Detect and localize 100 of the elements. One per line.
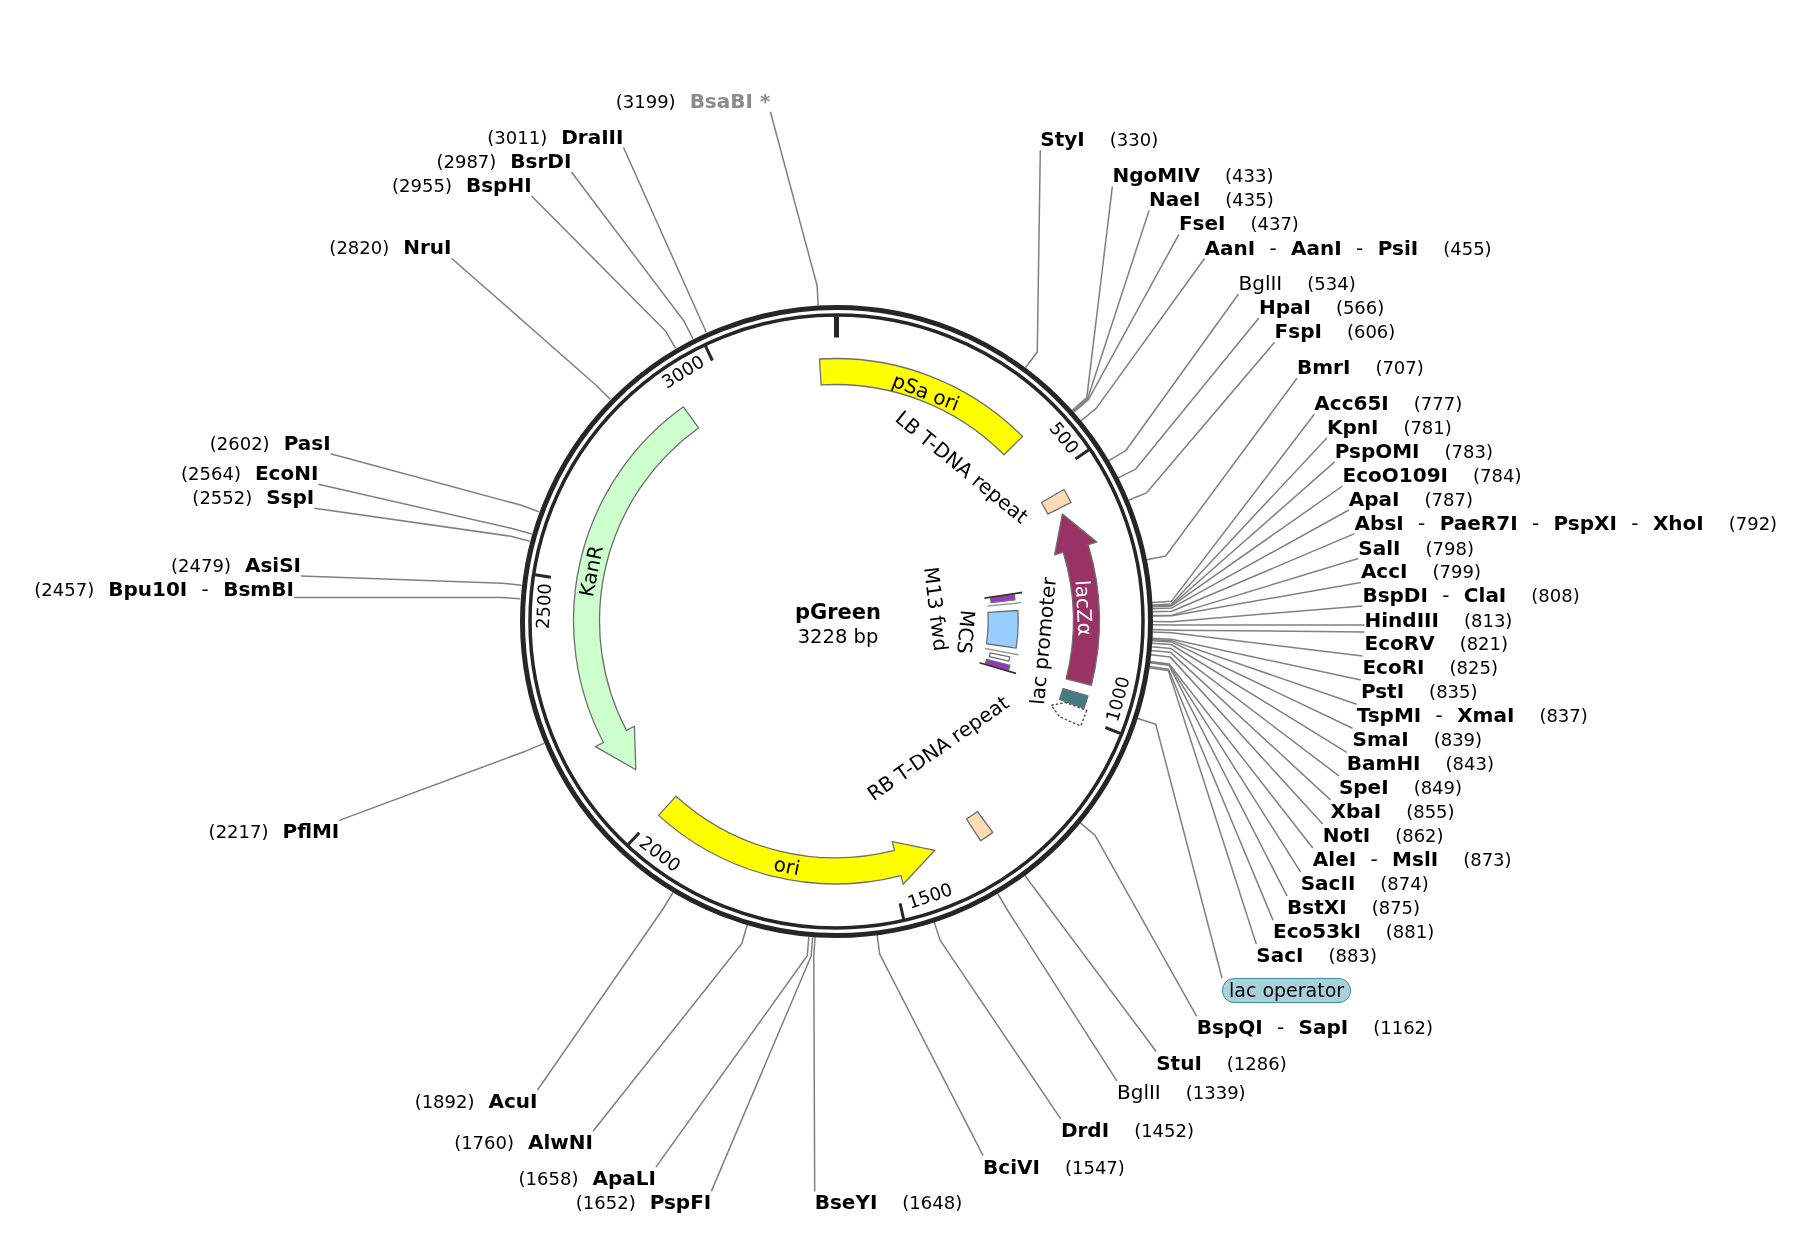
cut-site-position: (855) xyxy=(1406,800,1455,823)
leader-line xyxy=(1024,149,1042,369)
enzyme-name: Bpu10I - BsmBI xyxy=(108,578,294,601)
cut-site-position: (1892) xyxy=(414,1091,475,1113)
cut-site-position: (1286) xyxy=(1226,1052,1287,1075)
leader-line xyxy=(1151,532,1356,613)
cut-site-position: (707) xyxy=(1375,357,1424,380)
enzyme-name: DrdI xyxy=(1060,1119,1110,1142)
leader-line xyxy=(530,195,677,349)
leader-line xyxy=(592,924,749,1133)
leader-line xyxy=(329,452,540,513)
plasmid-size: 3228 bp xyxy=(797,626,879,648)
enzyme-name: EcoO109I xyxy=(1342,464,1449,486)
enzyme-name: BstXI xyxy=(1287,896,1347,919)
scale-label: 1500 xyxy=(905,880,955,913)
leader-line xyxy=(876,934,984,1157)
leader-line xyxy=(1151,638,1358,705)
enzyme-name: NaeI xyxy=(1149,188,1201,211)
cut-site-position: (781) xyxy=(1403,416,1452,439)
cut-site-position: (1452) xyxy=(1134,1120,1194,1143)
cut-site-position: (837) xyxy=(1539,705,1588,728)
cut-site-position: (435) xyxy=(1225,189,1274,212)
leader-line xyxy=(570,171,694,340)
feature-tag xyxy=(1222,978,1352,1003)
enzyme-name: PstI xyxy=(1360,680,1405,703)
enzyme-name: FspI xyxy=(1274,320,1322,343)
cut-site-position: (808) xyxy=(1531,584,1580,607)
cut-site-position: (2479) xyxy=(171,555,231,578)
enzyme-name: BglII xyxy=(1117,1081,1161,1104)
leader-line xyxy=(317,483,533,535)
cut-site-position: (843) xyxy=(1445,753,1494,776)
enzyme-name: NruI xyxy=(403,236,452,259)
enzyme-name: SspI xyxy=(266,486,315,509)
enzyme-name: AbsI - PaeR7I - PspXI - XhoI xyxy=(1354,511,1704,534)
cut-site-position: (2987) xyxy=(436,151,497,173)
enzyme-name: BmrI xyxy=(1297,356,1351,379)
feature-label: lacZα xyxy=(1072,579,1096,636)
cut-site-position: (330) xyxy=(1109,129,1159,152)
enzyme-name: StuI xyxy=(1156,1051,1202,1074)
enzyme-name: SpeI xyxy=(1338,775,1389,798)
enzyme-name: PflMI xyxy=(282,820,340,843)
enzyme-name: HindIII xyxy=(1364,608,1439,631)
enzyme-name: BspHI xyxy=(465,174,532,196)
cut-site-position: (792) xyxy=(1728,512,1778,535)
enzyme-name: ApaI xyxy=(1348,488,1400,510)
leader-line xyxy=(1151,637,1362,681)
leader-line xyxy=(450,257,611,400)
cut-site-position: (813) xyxy=(1464,609,1513,632)
cut-site-position: (2457) xyxy=(34,579,95,602)
leader-line xyxy=(1149,660,1314,849)
leader-line xyxy=(1151,628,1366,633)
enzyme-name: AlwNI xyxy=(528,1131,593,1154)
feature-label: M13 fwd xyxy=(921,565,952,652)
cut-site-position: (455) xyxy=(1443,237,1492,260)
cut-site-position: (2820) xyxy=(329,237,390,260)
leader-line xyxy=(813,936,816,1193)
leader-line xyxy=(769,111,819,306)
feature-label: KanR xyxy=(576,543,607,599)
enzyme-name: SalI xyxy=(1358,536,1401,559)
leader-line xyxy=(313,507,531,542)
leader-line xyxy=(1151,485,1344,608)
enzyme-name: Eco53kI xyxy=(1273,920,1361,943)
cut-site-position: (1339) xyxy=(1185,1082,1246,1105)
leader-line xyxy=(338,742,545,822)
enzyme-name: EcoRV xyxy=(1364,632,1435,654)
enzyme-name: BspDI - ClaI xyxy=(1362,583,1507,606)
cut-site-position: (783) xyxy=(1444,440,1493,463)
leader-line xyxy=(1117,317,1260,479)
leader-line xyxy=(655,935,810,1168)
plasmid-name: pGreen xyxy=(794,601,882,623)
leader-line xyxy=(1136,717,1223,979)
enzyme-name: FseI xyxy=(1178,212,1226,235)
enzyme-name: EcoNI xyxy=(254,462,319,485)
cut-site-position: (3011) xyxy=(487,126,548,149)
scale-label: 1000 xyxy=(1102,674,1133,723)
cut-site-position: (875) xyxy=(1371,897,1421,920)
leader-line xyxy=(1072,209,1150,413)
feature-label: MCS xyxy=(954,609,979,656)
cut-site-position: (3199) xyxy=(615,90,676,113)
enzyme-name: KpnI xyxy=(1326,415,1379,438)
cut-site-position: (849) xyxy=(1413,776,1463,799)
leader-line xyxy=(1080,257,1206,422)
leader-line xyxy=(1149,662,1288,897)
cut-site-position: (862) xyxy=(1395,825,1444,847)
cut-site-position: (777) xyxy=(1413,393,1463,416)
leader-line xyxy=(1150,649,1332,801)
enzyme-name: BglII xyxy=(1238,272,1283,294)
enzyme-name: ApaLI xyxy=(592,1167,656,1190)
cut-site-position: (1648) xyxy=(902,1192,963,1215)
leader-line xyxy=(1151,413,1316,604)
cut-site-position: (835) xyxy=(1429,681,1478,704)
cut-site-position: (606) xyxy=(1346,321,1396,344)
leader-line xyxy=(622,146,707,334)
enzyme-name: BsaBI * xyxy=(689,89,771,112)
enzyme-name: Acc65I xyxy=(1314,392,1389,415)
leader-line xyxy=(1151,631,1364,657)
leader-line xyxy=(1151,437,1328,606)
leader-line xyxy=(1023,874,1157,1053)
leader-line xyxy=(1151,509,1350,610)
feature-label: lac promoter xyxy=(1026,575,1059,706)
